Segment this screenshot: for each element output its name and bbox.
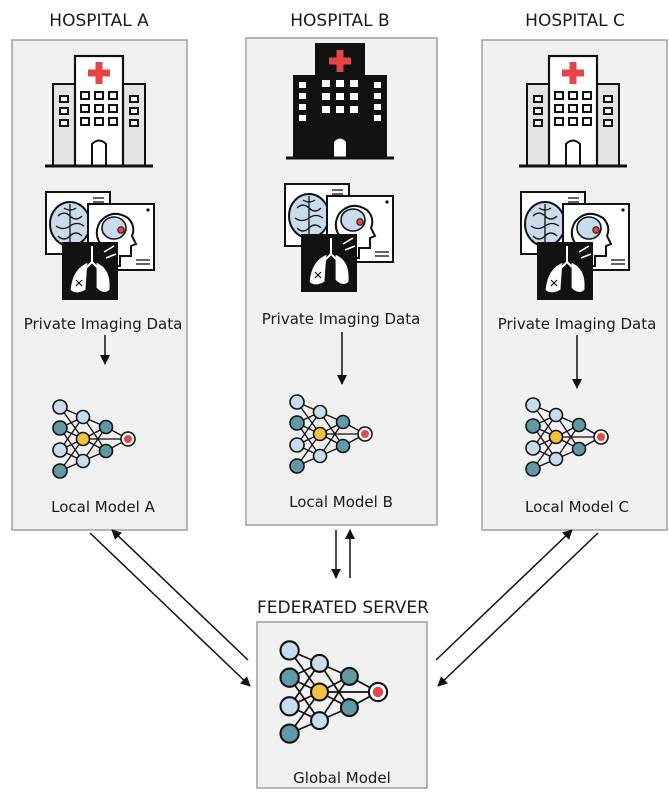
hospital-c-model-label: Local Model C <box>525 498 629 516</box>
hospital-b-title: HOSPITAL B <box>290 11 389 31</box>
hospital-b-data-label: Private Imaging Data <box>262 310 421 328</box>
hospital-c-title: HOSPITAL C <box>525 11 625 31</box>
server-to-local-c-arrow <box>435 529 573 661</box>
hospital-a-title: HOSPITAL A <box>49 11 149 31</box>
federated-server-title: FEDERATED SERVER <box>257 598 429 618</box>
local-c-to-server-arrow <box>437 532 599 687</box>
hospital-a-model-label: Local Model A <box>51 498 155 516</box>
local-a-to-server-arrow <box>89 532 251 687</box>
hospital-a-data-label: Private Imaging Data <box>24 315 183 333</box>
hospital-c-data-label: Private Imaging Data <box>498 315 657 333</box>
global-model-label: Global Model <box>293 769 391 787</box>
server-to-local-a-arrow <box>111 529 249 661</box>
hospital-b-model-label: Local Model B <box>289 493 393 511</box>
